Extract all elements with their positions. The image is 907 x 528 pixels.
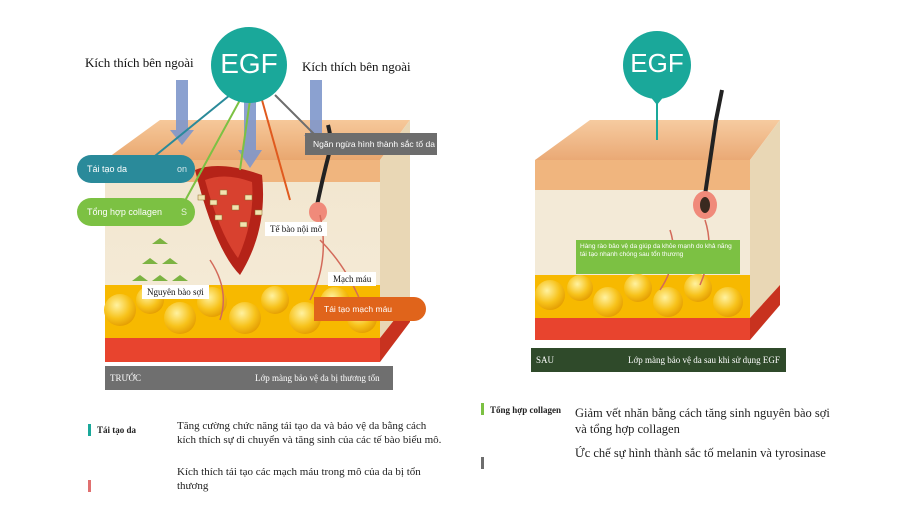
bar-after-label: SAU: [536, 355, 555, 365]
tag-blood-vessel: Mạch máu: [328, 272, 377, 286]
legend-skin-regeneration-desc-1: Tăng cường chức năng tái tạo da và bảo v…: [177, 420, 442, 446]
right-hair: [703, 89, 724, 196]
bar-after-description: Lớp màng bảo vệ da sau khi sử dụng EGF: [628, 355, 780, 365]
legend-collagen-desc: Giảm vết nhăn bằng cách tăng sinh nguyên…: [575, 406, 830, 436]
right-healthy-skin-note: Hàng rào bảo vệ da giúp da khỏe mạnh do …: [576, 240, 740, 274]
pill-pigment-inhibition: Ngăn ngừa hình thành sắc tố da: [305, 133, 437, 155]
left-external-stimulus-label: Kích thích bên ngoài: [85, 55, 194, 70]
marker-vessel-regeneration: [88, 480, 91, 492]
right-external-stimulus-label: Kích thích bên ngoài: [302, 59, 411, 74]
tag-endothelial-cells: Tế bào nội mô: [265, 222, 328, 236]
marker-skin-regeneration: [88, 424, 91, 436]
pill-skin-regeneration-label: Tái tạo da: [87, 163, 128, 174]
fibroblast-arrows: [132, 238, 188, 281]
right-base-layer: [535, 318, 750, 340]
legend-pigment-desc: Ức chế sự hình thành sắc tố melanin và t…: [575, 446, 826, 460]
legend-collagen-label: Tổng hợp collagen: [490, 405, 561, 415]
pill-collagen-synthesis-suffix: S: [180, 206, 187, 217]
pill-vessel-regeneration-label: Tái tạo mạch máu: [324, 303, 393, 314]
pill-vessel-regeneration: Tái tạo mạch máu: [314, 297, 426, 321]
tag-fibroblast: Nguyên bào sợi: [142, 285, 209, 299]
right-egf-label: EGF: [630, 48, 684, 78]
bar-before-description: Lớp màng bảo vệ da bị thương tổn: [255, 373, 380, 383]
pill-collagen-synthesis: Tổng hợp collagen S: [77, 198, 195, 226]
bar-before: TRƯỚC Lớp màng bảo vệ da bị thương tổn: [105, 366, 393, 390]
marker-collagen-synthesis: [481, 403, 484, 415]
bar-before-label: TRƯỚC: [110, 373, 141, 383]
left-egf-circle: [211, 27, 287, 103]
right-fat-cells: [535, 274, 743, 317]
right-skin-diagram: [535, 31, 780, 340]
right-egf-circle: [623, 31, 691, 99]
marker-pigment-inhibition: [481, 457, 484, 469]
pill-pigment-inhibition-label: Ngăn ngừa hình thành sắc tố da: [313, 138, 435, 149]
pill-skin-regeneration: Tái tạo da on: [77, 155, 195, 183]
pill-collagen-synthesis-label: Tổng hợp collagen: [87, 206, 162, 217]
bar-after: SAU Lớp màng bảo vệ da sau khi sử dụng E…: [531, 348, 786, 372]
legend-skin-regeneration-desc-2: Kích thích tái tạo các mạch máu trong mô…: [177, 466, 421, 492]
pill-skin-regeneration-suffix: on: [176, 163, 187, 174]
legend-skin-regeneration-label: Tái tạo da: [97, 425, 137, 435]
left-egf-label: EGF: [220, 48, 278, 79]
left-base-layer: [105, 338, 380, 362]
